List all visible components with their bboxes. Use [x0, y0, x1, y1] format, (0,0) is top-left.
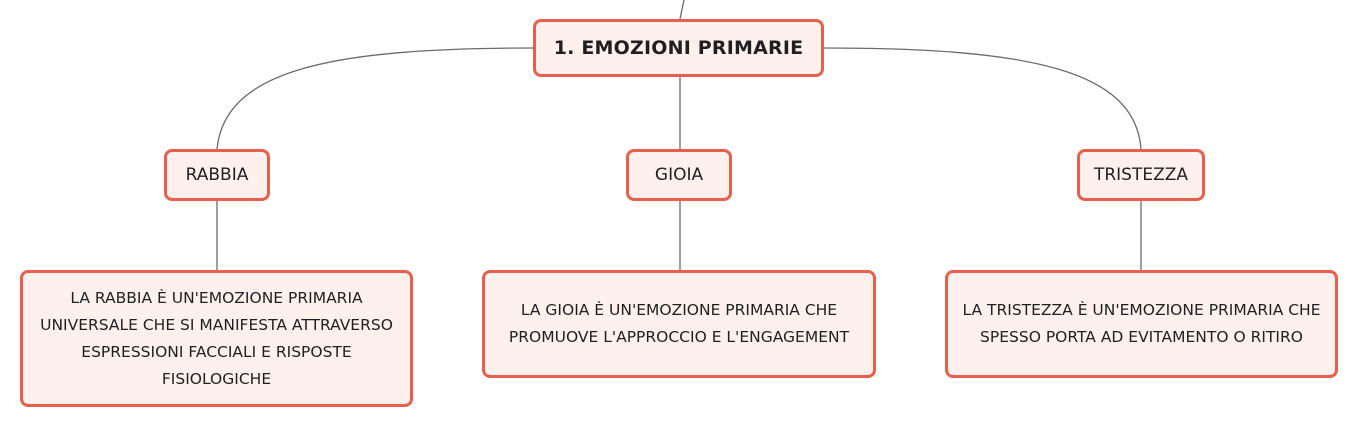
- branch-node-label: RABBIA: [185, 165, 249, 185]
- description-node-tristezza[interactable]: LA TRISTEZZA È UN'EMOZIONE PRIMARIA CHE …: [945, 270, 1338, 378]
- description-text: LA TRISTEZZA È UN'EMOZIONE PRIMARIA CHE …: [962, 301, 1321, 346]
- root-node[interactable]: 1. EMOZIONI PRIMARIE: [533, 19, 824, 77]
- connector-root-tristezza: [823, 47, 1142, 150]
- description-node-gioia[interactable]: LA GIOIA È UN'EMOZIONE PRIMARIA CHE PROM…: [482, 270, 876, 378]
- description-text: LA GIOIA È UN'EMOZIONE PRIMARIA CHE PROM…: [508, 301, 850, 346]
- branch-node-gioia[interactable]: GIOIA: [626, 149, 732, 201]
- connector-root-parent: [679, 0, 685, 20]
- connector-root-rabbia: [216, 47, 534, 150]
- description-node-rabbia[interactable]: LA RABBIA È UN'EMOZIONE PRIMARIA UNIVERS…: [20, 270, 413, 407]
- branch-node-rabbia[interactable]: RABBIA: [164, 149, 270, 201]
- description-text: LA RABBIA È UN'EMOZIONE PRIMARIA UNIVERS…: [40, 288, 393, 388]
- branch-node-label: GIOIA: [654, 165, 704, 185]
- branch-node-label: TRISTEZZA: [1093, 165, 1189, 185]
- branch-node-tristezza[interactable]: TRISTEZZA: [1077, 149, 1205, 201]
- root-node-label: 1. EMOZIONI PRIMARIE: [553, 37, 804, 59]
